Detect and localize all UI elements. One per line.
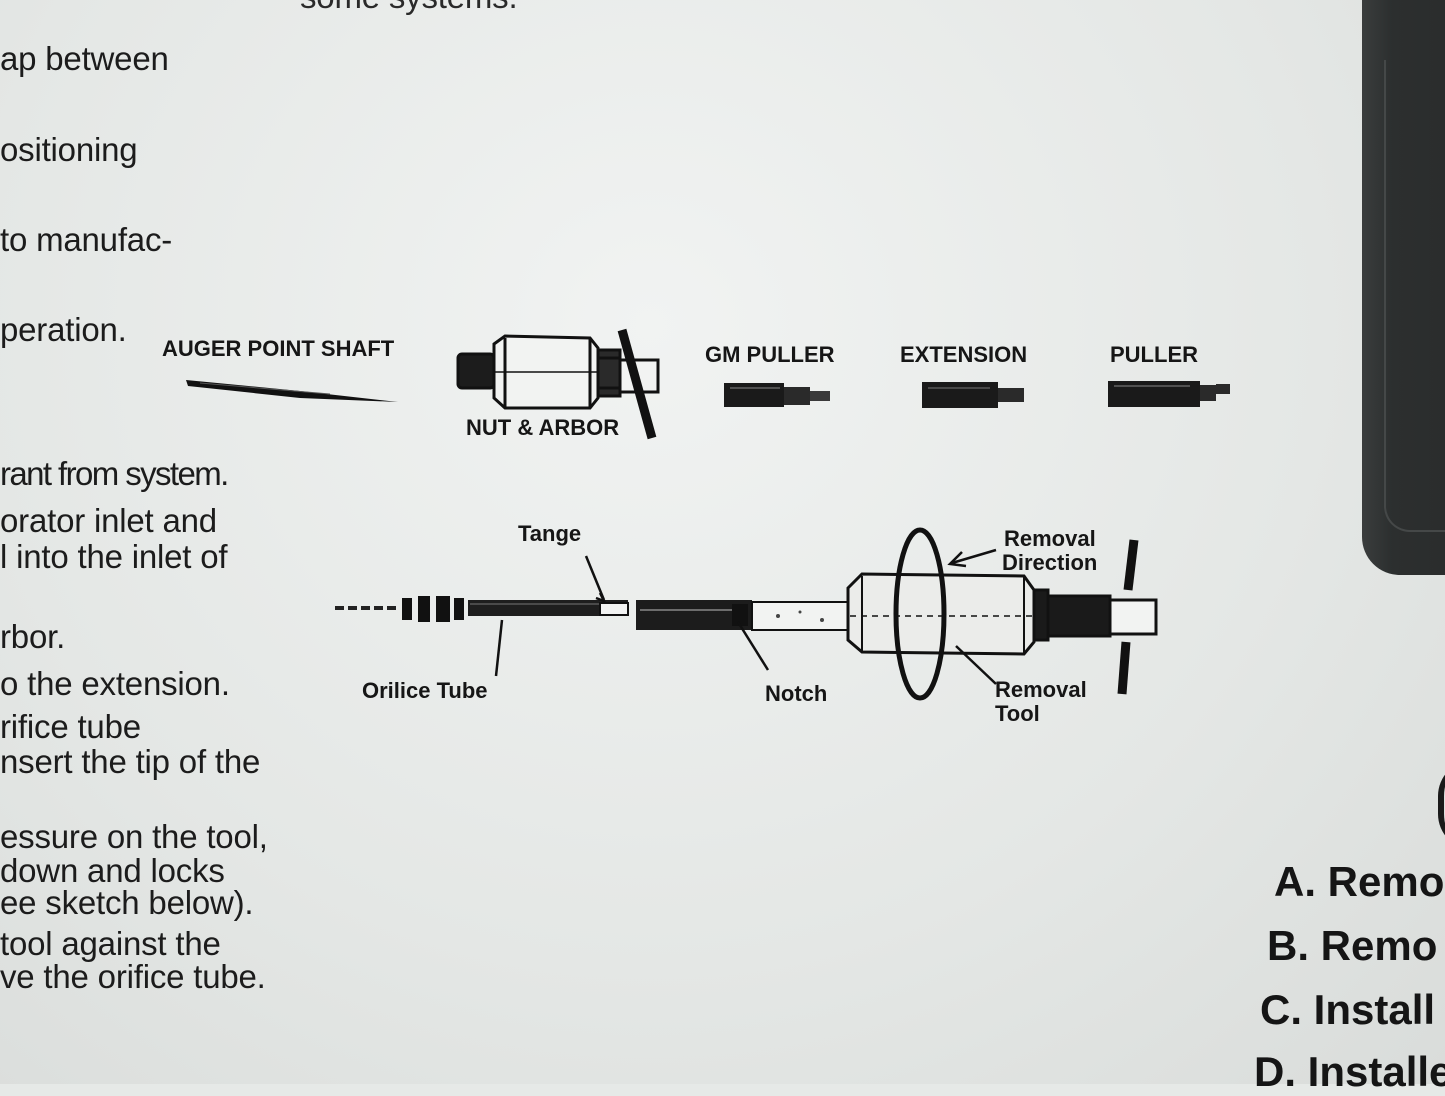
right-edge-curve xyxy=(1438,760,1445,850)
instruction-line-9: o the extension. xyxy=(0,665,230,702)
dark-side-panel xyxy=(1362,0,1445,575)
label-nut-arbor: NUT & ARBOR xyxy=(466,415,620,440)
label-removal-direction-1: Removal xyxy=(1004,526,1096,551)
label-removal-tool-2: Tool xyxy=(995,701,1040,726)
extension-drawing xyxy=(922,382,1024,408)
label-orifice-tube: Orilice Tube xyxy=(362,678,488,703)
side-list-item-c: C. Install xyxy=(1260,986,1436,1033)
label-auger-point-shaft: AUGER POINT SHAFT xyxy=(162,336,395,361)
instruction-line-2: ositioning xyxy=(0,131,138,168)
label-gm-puller: GM PULLER xyxy=(705,342,835,367)
gm-puller-drawing xyxy=(724,383,830,407)
puller-drawing xyxy=(1108,381,1230,407)
label-puller: PULLER xyxy=(1110,342,1198,367)
instruction-top-partial: some systems. xyxy=(300,0,518,16)
instruction-line-15: tool against the xyxy=(0,925,221,962)
instruction-line-10: rifice tube xyxy=(0,708,141,745)
instruction-line-6: orator inlet and xyxy=(0,502,217,539)
instruction-line-16: ve the orifice tube. xyxy=(0,958,266,995)
instruction-line-7: l into the inlet of xyxy=(0,538,228,575)
instruction-line-1: ap between xyxy=(0,40,169,77)
nut-arbor-drawing xyxy=(456,328,660,440)
side-list-item-a: A. Remo xyxy=(1274,858,1445,905)
leader-lines xyxy=(494,548,997,685)
label-removal-direction-2: Direction xyxy=(1002,550,1098,575)
instruction-line-8: rbor. xyxy=(0,618,66,655)
label-extension: EXTENSION xyxy=(900,342,1028,367)
instruction-line-12: essure on the tool, xyxy=(0,818,268,855)
label-notch: Notch xyxy=(765,681,828,706)
instruction-line-14: ee sketch below). xyxy=(0,884,254,921)
auger-point-shaft-drawing xyxy=(186,380,398,402)
instruction-line-4: peration. xyxy=(0,311,127,348)
assembly-shaft-drawing xyxy=(636,600,849,631)
label-removal-tool-1: Removal xyxy=(995,677,1087,702)
instruction-line-11: nsert the tip of the xyxy=(0,743,261,780)
removal-direction-ring xyxy=(893,527,947,701)
instruction-line-5: rant from system. xyxy=(0,455,229,492)
orifice-tube-drawing xyxy=(335,596,629,622)
instruction-line-13: down and locks xyxy=(0,852,225,889)
side-list-item-b: B. Remo xyxy=(1267,922,1438,969)
instruction-line-3: to manufac- xyxy=(0,221,173,258)
label-tange: Tange xyxy=(518,521,582,546)
side-list-item-d: D. Installe xyxy=(1254,1048,1445,1095)
